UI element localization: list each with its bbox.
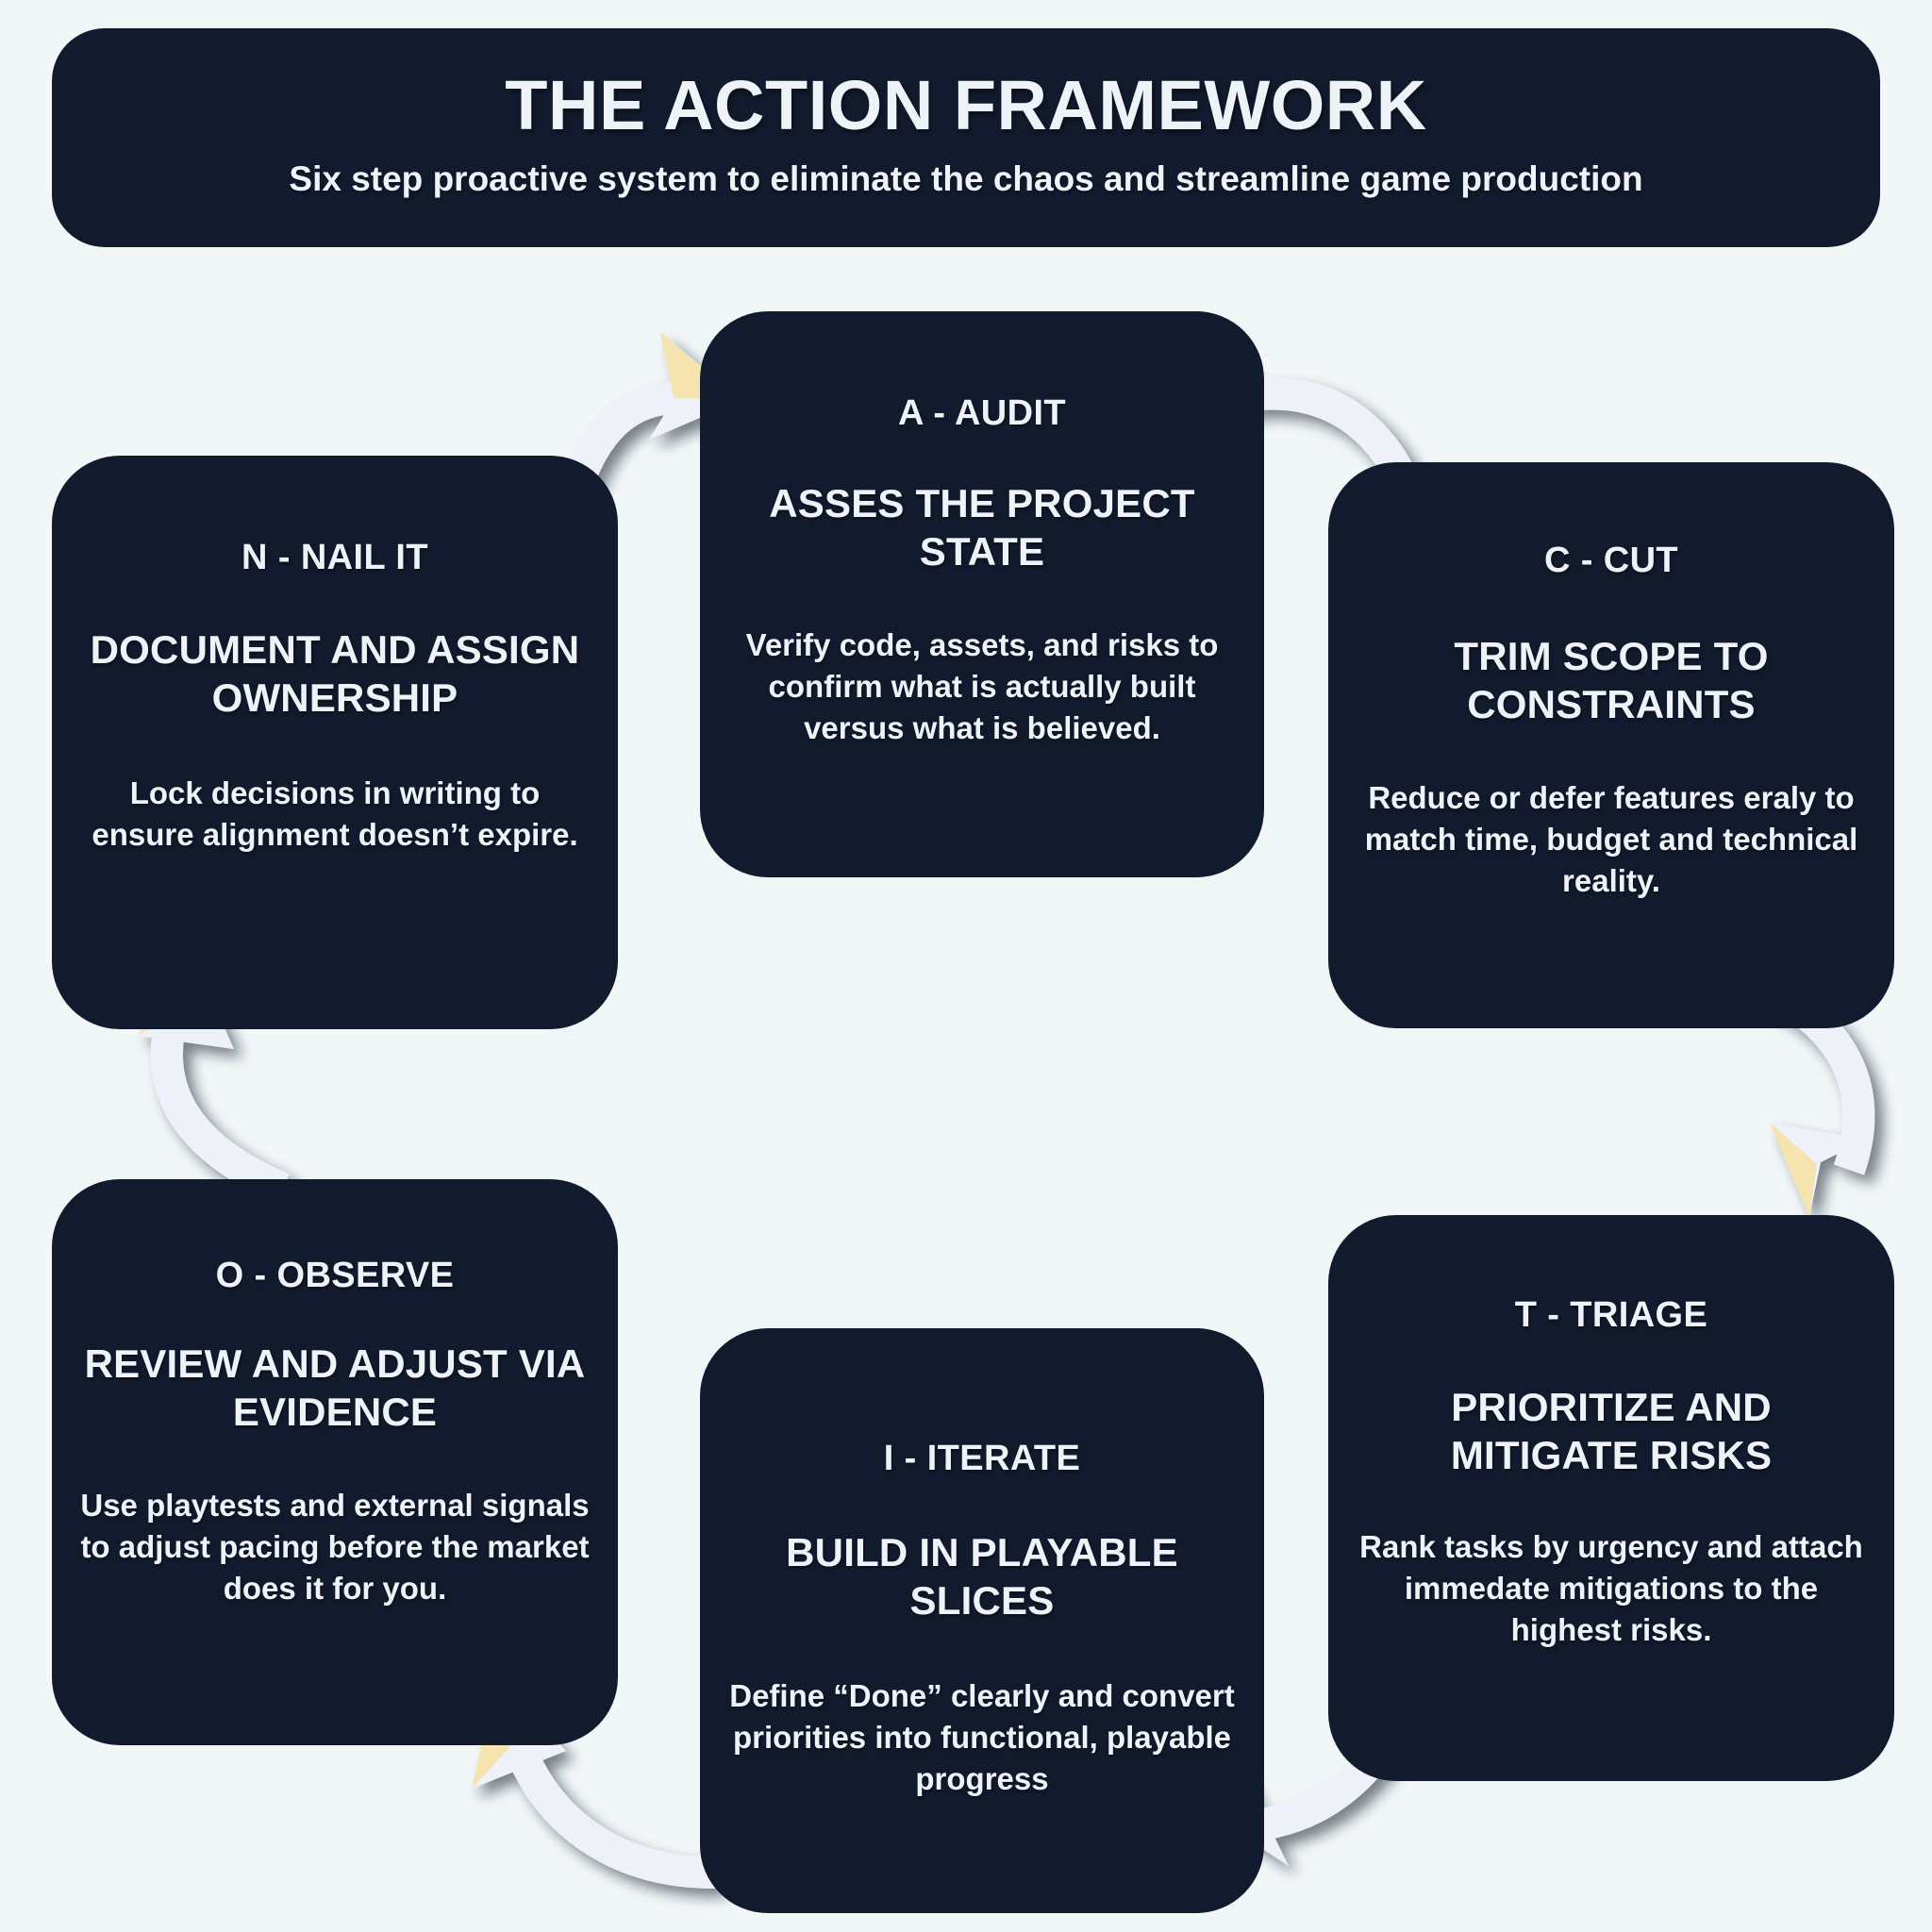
step-key-iterate: I - ITERATE <box>883 1439 1081 1478</box>
step-headline-cut: TRIM SCOPE TO CONSTRAINTS <box>1454 633 1769 727</box>
page-title: THE ACTION FRAMEWORK <box>505 65 1427 144</box>
step-headline-audit: ASSES THE PROJECT STATE <box>769 480 1195 575</box>
step-key-triage: T - TRIAGE <box>1514 1295 1708 1335</box>
step-body-audit: Verify code, assets, and risks to confir… <box>745 627 1219 746</box>
step-headline-triage: PRIORITIZE AND MITIGATE RISKS <box>1450 1384 1773 1478</box>
step-body-iterate: Define “Done” clearly and convert priori… <box>729 1678 1235 1797</box>
step-headline-nail: DOCUMENT AND ASSIGN OWNERSHIP <box>90 626 580 721</box>
step-card-nail[interactable]: N - NAIL IT DOCUMENT AND ASSIGN OWNERSHI… <box>52 456 618 1029</box>
step-headline-iterate: BUILD IN PLAYABLE SLICES <box>786 1529 1178 1624</box>
step-card-cut[interactable]: C - CUT TRIM SCOPE TO CONSTRAINTS Reduce… <box>1328 462 1894 1028</box>
step-key-audit: A - AUDIT <box>897 393 1067 433</box>
step-card-audit[interactable]: A - AUDIT ASSES THE PROJECT STATE Verify… <box>700 311 1264 877</box>
step-body-nail: Lock decisions in writing to ensure alig… <box>92 775 578 853</box>
step-key-cut: C - CUT <box>1543 541 1679 580</box>
header-banner: THE ACTION FRAMEWORK Six step proactive … <box>52 28 1880 247</box>
page-subtitle: Six step proactive system to eliminate t… <box>289 158 1643 198</box>
step-body-cut: Reduce or defer features eraly to match … <box>1364 780 1858 899</box>
step-body-triage: Rank tasks by urgency and attach immedat… <box>1359 1529 1863 1648</box>
step-key-nail: N - NAIL IT <box>242 538 428 577</box>
step-card-triage[interactable]: T - TRIAGE PRIORITIZE AND MITIGATE RISKS… <box>1328 1215 1894 1781</box>
step-card-iterate[interactable]: I - ITERATE BUILD IN PLAYABLE SLICES Def… <box>700 1328 1264 1913</box>
step-headline-observe: REVIEW AND ADJUST VIA EVIDENCE <box>84 1341 586 1435</box>
step-key-observe: O - OBSERVE <box>215 1256 455 1295</box>
step-card-observe[interactable]: O - OBSERVE REVIEW AND ADJUST VIA EVIDEN… <box>52 1179 618 1745</box>
step-body-observe: Use playtests and external signals to ad… <box>80 1488 590 1607</box>
